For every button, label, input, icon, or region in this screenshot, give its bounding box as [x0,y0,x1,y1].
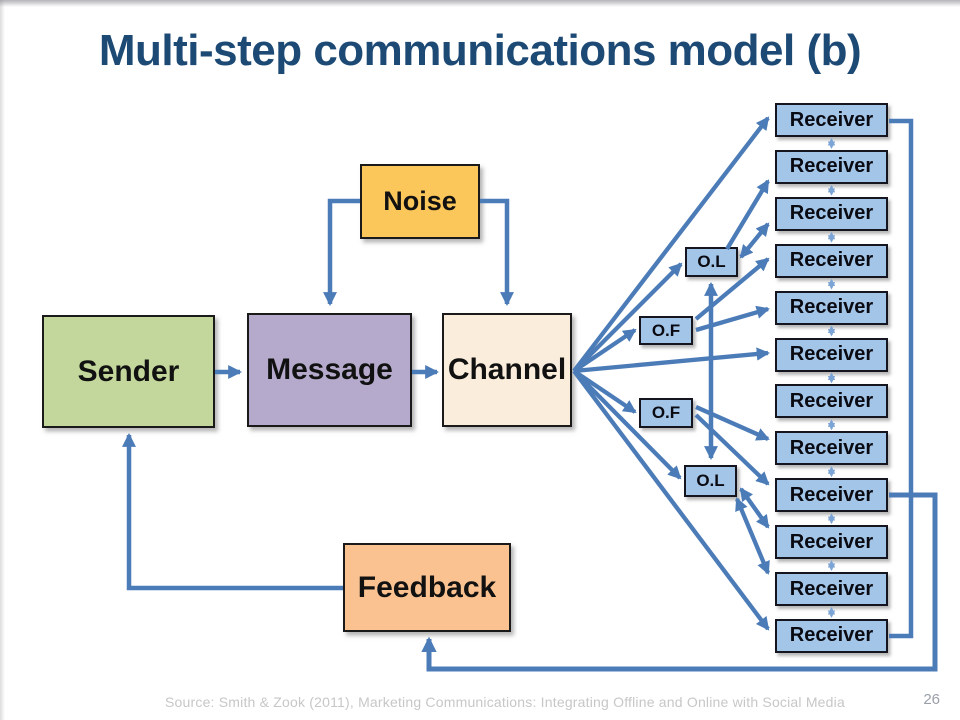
receiver-node: Receiver [775,478,888,513]
receiver-node: Receiver [775,196,888,231]
fan-channel-of-lower [572,369,637,414]
arrow-of-upper-receiver5 [695,305,770,333]
node-noise: Noise [360,164,480,239]
receiver-node: Receiver [775,103,888,137]
receiver-node: Receiver [775,525,888,560]
receiver-node: Receiver [775,337,888,372]
arrow-ol-top-receiver2 [725,179,770,251]
relay-of-upper: O.F [639,316,693,345]
arrow-ol-top-receiver3 [739,222,770,259]
arrow-ol-bottom-receiver10 [739,487,770,529]
fan-channel-receiver6 [573,347,770,374]
page-number: 26 [923,691,940,708]
page-title: Multi-step communications model (b) [98,26,862,75]
footer-source: Source: Smith & Zook (2011), Marketing C… [165,694,845,710]
receiver-node: Receiver [775,243,888,278]
receiver-node: Receiver [775,572,888,606]
relay-of-lower: O.F [639,398,693,428]
arrow-of-lower-receiver8 [695,405,770,441]
node-feedback: Feedback [343,543,511,632]
relay-ol-top: O.L [685,247,738,277]
receiver-node: Receiver [775,618,888,653]
fan-channel-of-upper [572,328,637,373]
node-message: Message [247,313,412,427]
arrow-feedback-sender [122,432,343,591]
arrow-noise-channel [480,198,514,307]
loop-receiver1-receiver12 [889,118,914,639]
arrow-noise-message [323,198,360,307]
node-channel: Channel [442,313,572,427]
relay-ol-bottom: O.L [684,465,737,497]
slide-edge-shadow-top [0,0,960,7]
receiver-node: Receiver [775,431,888,466]
receiver-node: Receiver [775,290,888,325]
slide-edge-shadow-left [0,0,5,720]
receiver-node: Receiver [775,384,888,419]
node-sender: Sender [42,315,215,428]
arrow-ol-bottom-receiver11 [735,497,770,575]
receiver-node: Receiver [775,149,888,184]
